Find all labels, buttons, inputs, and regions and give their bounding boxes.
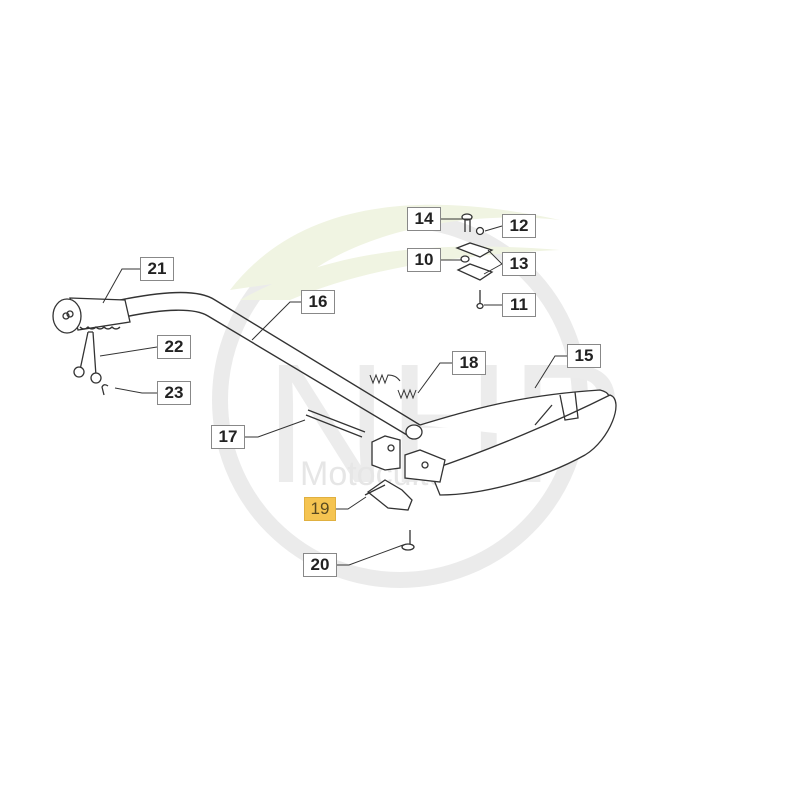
pin-17 — [305, 409, 366, 438]
callout-11[interactable]: 11 — [502, 293, 536, 317]
callout-14[interactable]: 14 — [407, 207, 441, 231]
clip-22 — [73, 331, 102, 384]
screw-20 — [401, 530, 415, 551]
callout-15[interactable]: 15 — [567, 344, 601, 368]
grip-21 — [52, 297, 131, 334]
callout-10[interactable]: 10 — [407, 248, 441, 272]
callout-12[interactable]: 12 — [502, 214, 536, 238]
hook-23 — [101, 384, 109, 396]
callout-20[interactable]: 20 — [303, 553, 337, 577]
callout-21[interactable]: 21 — [140, 257, 174, 281]
callout-17[interactable]: 17 — [211, 425, 245, 449]
spring-18 — [369, 373, 417, 400]
lever-rod-16 — [119, 291, 423, 440]
callout-13[interactable]: 13 — [502, 252, 536, 276]
callout-23[interactable]: 23 — [157, 381, 191, 405]
callout-16[interactable]: 16 — [301, 290, 335, 314]
hinge-brackets — [371, 435, 446, 483]
callout-22[interactable]: 22 — [157, 335, 191, 359]
callout-19-highlighted[interactable]: 19 — [304, 497, 336, 521]
bracket-19 — [364, 479, 413, 511]
hardware-set — [455, 213, 494, 310]
plate-15 — [419, 389, 617, 496]
callout-18[interactable]: 18 — [452, 351, 486, 375]
